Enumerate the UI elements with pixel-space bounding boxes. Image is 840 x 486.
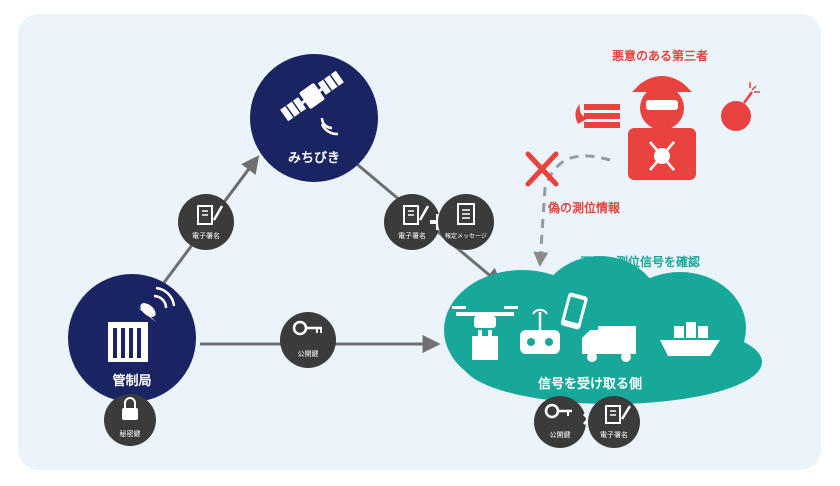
ship-icon — [660, 322, 720, 356]
document-pen-icon — [197, 205, 224, 225]
attacker-group: 悪意のある第三者 偽の測位情報 — [525, 48, 760, 215]
signature-badge-right: 電子署名 — [384, 194, 440, 250]
signature-badge-bottom: 電子署名 — [588, 396, 640, 448]
document-pen-icon — [403, 205, 430, 225]
public-key-label: 公開鍵 — [298, 349, 319, 358]
receiver-node: 信号を受け取る側 — [444, 256, 762, 404]
key-icon — [544, 403, 572, 419]
satellite-label: みちびき — [288, 151, 340, 166]
smartphone-icon — [560, 292, 588, 330]
message-document-icon — [457, 203, 475, 225]
attacker-title: 悪意のある第三者 — [612, 48, 708, 63]
drone-icon — [452, 306, 518, 360]
signature-badge-label: 電子署名 — [192, 231, 220, 240]
satellite-node: みちびき — [250, 54, 378, 182]
key-icon — [292, 320, 322, 336]
firewall-icon — [575, 104, 620, 128]
truck-icon — [582, 326, 636, 362]
public-key-badge-bottom: 公開鍵 — [534, 396, 586, 448]
control-building-icon — [108, 322, 148, 362]
message-badge: 報定メッセージ — [438, 194, 494, 250]
public-key-label: 公開鍵 — [550, 430, 571, 439]
signature-badge-label: 電子署名 — [398, 231, 426, 240]
remote-controller-icon — [520, 308, 560, 354]
fake-info-label: 偽の測位情報 — [547, 200, 621, 215]
satellite-icon — [280, 70, 344, 122]
secret-key-label: 秘密鍵 — [120, 429, 141, 438]
confirm-text: 正しい測位信号を確認 — [580, 254, 700, 269]
signature-badge-label: 電子署名 — [600, 430, 628, 439]
antenna-icon — [138, 286, 176, 322]
control-station-label: 管制局 — [112, 373, 151, 389]
lock-icon — [122, 397, 138, 420]
cross-icon — [525, 151, 559, 187]
public-key-badge-mid: 公開鍵 — [280, 312, 336, 368]
receiver-label: 信号を受け取る側 — [538, 376, 642, 392]
message-badge-label: 報定メッセージ — [445, 232, 487, 240]
document-pen-icon — [605, 405, 632, 424]
signature-badge-left: 電子署名 — [178, 194, 234, 250]
secret-key-badge: 秘密鍵 — [104, 394, 156, 446]
control-station-node: 管制局 — [68, 274, 196, 402]
bomb-icon — [721, 82, 760, 131]
hacker-icon — [628, 76, 696, 180]
